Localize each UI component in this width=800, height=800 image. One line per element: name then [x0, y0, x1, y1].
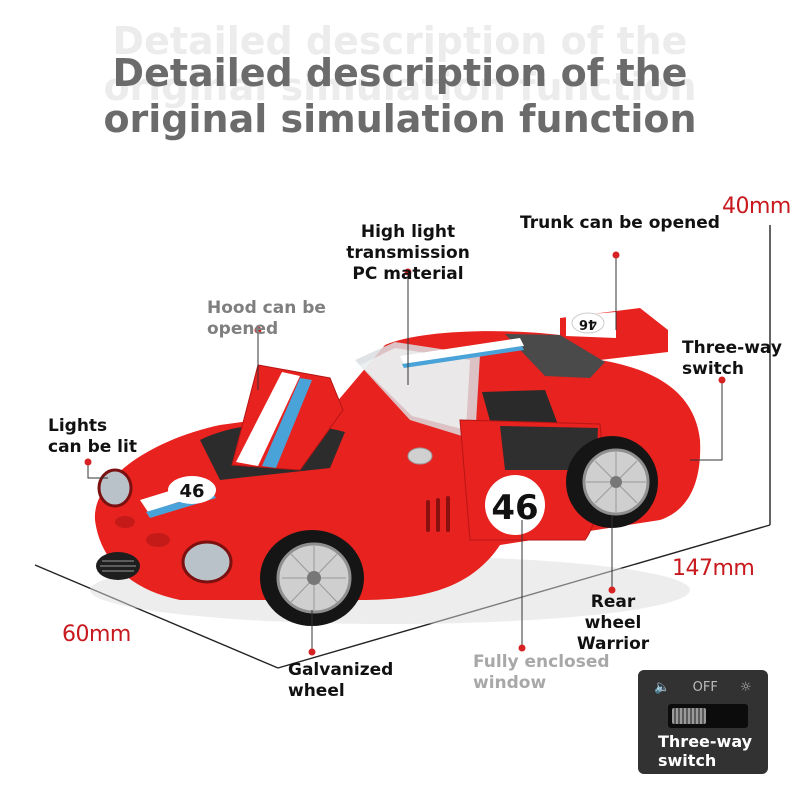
- rear-wheel-label: Rear wheel Warrior: [560, 592, 666, 655]
- width-dimension: 60mm: [62, 622, 131, 647]
- lights-line2: can be lit: [48, 437, 137, 457]
- hood-label: Hood can be opened: [207, 298, 326, 340]
- pc-material-line1: High light transmission: [346, 222, 470, 263]
- trunk-label: Trunk can be opened: [520, 213, 720, 233]
- switch-knob: [672, 708, 706, 724]
- switch-line1: Three-way: [682, 338, 782, 358]
- page-title-line2: original simulation function: [103, 97, 697, 141]
- wheel-line2: wheel: [288, 681, 345, 701]
- leader-lines: [87, 255, 723, 652]
- callout-dots: [84, 251, 726, 656]
- rear-wheel-line1: Rear wheel: [584, 592, 642, 633]
- switch-slot: [668, 704, 748, 728]
- switch-line2: switch: [682, 359, 744, 379]
- hood-race-number: 46: [179, 481, 204, 502]
- switch-label: Three-way switch: [682, 338, 782, 380]
- switch-panel-label: Three-way switch: [658, 732, 752, 770]
- car-body: [94, 331, 701, 600]
- switch-panel-line1: Three-way: [658, 732, 753, 751]
- door-race-number: 46: [491, 488, 538, 528]
- lights-label: Lights can be lit: [48, 416, 137, 458]
- title-ghost-line1: Detailed description of the: [112, 19, 688, 63]
- page-title-line1: Detailed description of the: [112, 51, 688, 95]
- spoiler-race-number: 46: [579, 316, 597, 331]
- switch-off-text: OFF: [692, 680, 718, 695]
- rear-wheel-line2: Warrior: [576, 634, 650, 654]
- switch-inset-panel: 🔈 OFF ☼ Three-way switch: [638, 670, 768, 774]
- window-line2: window: [473, 673, 547, 693]
- rear-spoiler: [560, 308, 668, 360]
- pc-material-label: High light transmission PC material: [302, 222, 514, 285]
- height-dimension: 40mm: [722, 194, 791, 219]
- title-ghost-line2: original simulation function: [103, 65, 697, 109]
- front-wheel: [260, 530, 364, 626]
- switch-panel-line2: switch: [658, 751, 717, 770]
- length-dimension: 147mm: [672, 556, 755, 581]
- light-icon: ☼: [740, 680, 752, 695]
- title-ghost: Detailed description of the original sim…: [0, 18, 800, 110]
- wheel-line1: Galvanized: [288, 660, 394, 680]
- switch-state-row: 🔈 OFF ☼: [638, 680, 768, 695]
- window-line1: Fully enclosed: [473, 652, 610, 672]
- hood-line2: opened: [207, 319, 279, 339]
- speaker-icon: 🔈: [654, 680, 671, 695]
- rear-wheel: [566, 436, 658, 528]
- hood-line1: Hood can be: [207, 298, 326, 318]
- pc-material-line2: PC material: [352, 264, 464, 284]
- window-label: Fully enclosed window: [473, 652, 610, 694]
- page-title: Detailed description of the original sim…: [0, 50, 800, 142]
- lights-line1: Lights: [48, 416, 108, 436]
- wheel-label: Galvanized wheel: [288, 660, 393, 702]
